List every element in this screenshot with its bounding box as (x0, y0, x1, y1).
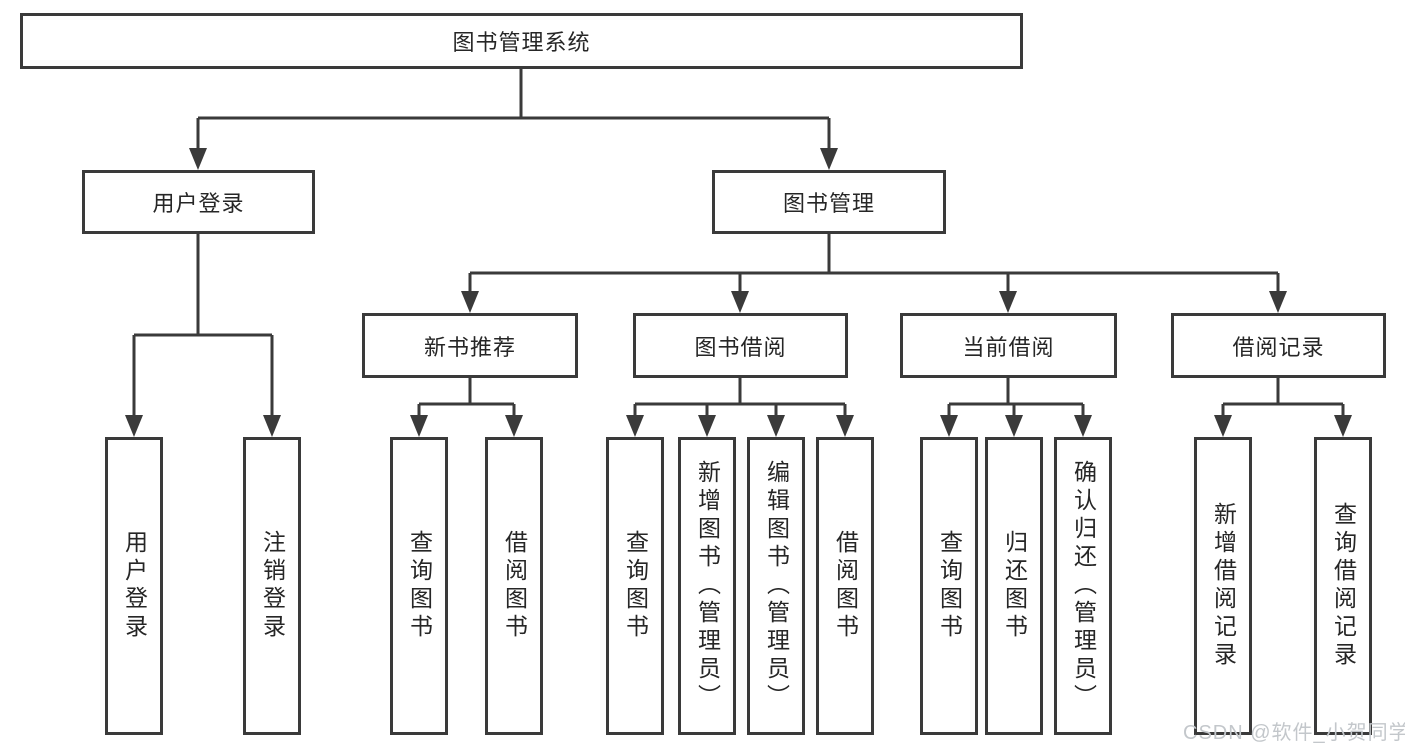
arrowhead-icon (125, 415, 143, 437)
connector-records-to-leaves (1214, 378, 1352, 437)
leaf-add-borrow-record: 新增借阅记录 (1194, 437, 1252, 735)
node-book-management: 图书管理 (712, 170, 946, 234)
arrowhead-icon (626, 415, 644, 437)
arrowhead-icon (731, 291, 749, 313)
connector-root-to-level2 (189, 69, 838, 170)
node-current-borrowing: 当前借阅 (900, 313, 1117, 378)
csdn-watermark: CSDN @软件_小贺同学 (1183, 722, 1405, 744)
arrowhead-icon (1334, 415, 1352, 437)
leaf-confirm-return-admin: 确认归还（管理员） (1054, 437, 1112, 735)
arrowhead-icon (820, 148, 838, 170)
leaf-return-books: 归还图书 (985, 437, 1043, 735)
connector-current-to-leaves (940, 378, 1092, 437)
leaf-query-books-current: 查询图书 (920, 437, 978, 735)
leaf-user-login: 用户登录 (105, 437, 163, 735)
node-book-borrowing: 图书借阅 (633, 313, 848, 378)
arrowhead-icon (505, 415, 523, 437)
arrowhead-icon (940, 415, 958, 437)
node-new-book-recommend: 新书推荐 (362, 313, 578, 378)
arrowhead-icon (263, 415, 281, 437)
leaf-borrow-books-borrowing: 借阅图书 (816, 437, 874, 735)
arrowhead-icon (189, 148, 207, 170)
arrowhead-icon (461, 291, 479, 313)
leaf-borrow-books-newbook: 借阅图书 (485, 437, 543, 735)
node-borrowing-records: 借阅记录 (1171, 313, 1386, 378)
leaf-query-books-borrowing: 查询图书 (606, 437, 664, 735)
connector-bookmgmt-to-level3 (461, 234, 1287, 313)
connector-bookborrow-to-leaves (626, 378, 854, 437)
arrowhead-icon (1074, 415, 1092, 437)
node-user-login: 用户登录 (82, 170, 315, 234)
arrowhead-icon (698, 415, 716, 437)
leaf-logout: 注销登录 (243, 437, 301, 735)
arrowhead-icon (836, 415, 854, 437)
arrowhead-icon (767, 415, 785, 437)
node-root-library-system: 图书管理系统 (20, 13, 1023, 69)
arrowhead-icon (1214, 415, 1232, 437)
arrowhead-icon (410, 415, 428, 437)
connector-userlogin-to-leaves (125, 234, 281, 437)
leaf-edit-book-admin: 编辑图书（管理员） (747, 437, 805, 735)
leaf-add-book-admin: 新增图书（管理员） (678, 437, 736, 735)
leaf-query-books-newbook: 查询图书 (390, 437, 448, 735)
leaf-query-borrow-record: 查询借阅记录 (1314, 437, 1372, 735)
arrowhead-icon (1269, 291, 1287, 313)
connector-newbook-to-leaves (410, 378, 523, 437)
arrowhead-icon (999, 291, 1017, 313)
arrowhead-icon (1005, 415, 1023, 437)
